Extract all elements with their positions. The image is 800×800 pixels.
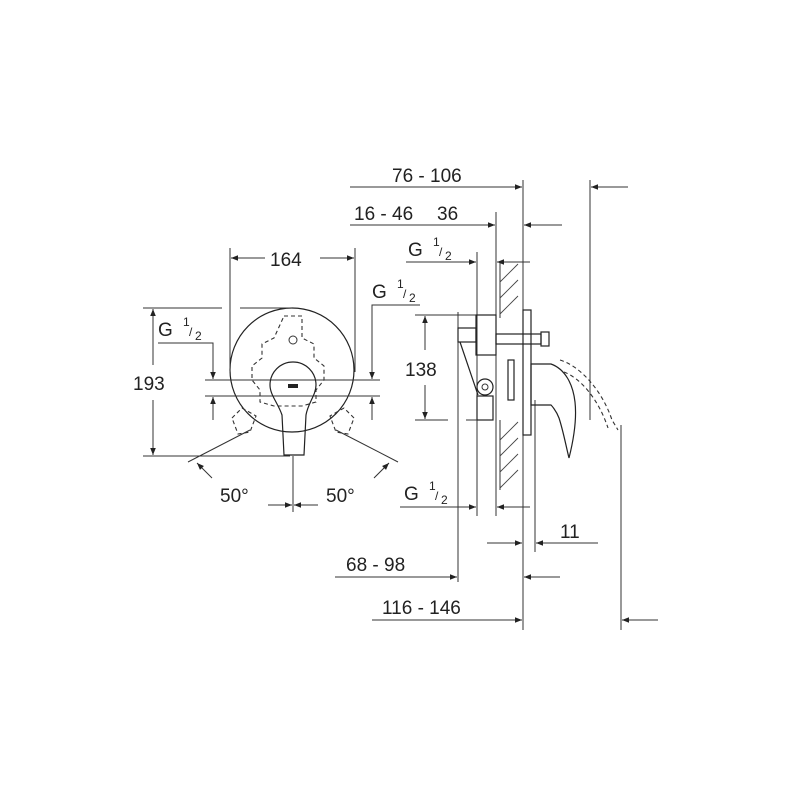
svg-text:/: /	[439, 245, 443, 259]
front-view: 164 193 G 1 / 2 G 1 / 2 50° 50°	[133, 248, 420, 512]
wall-hatch	[499, 262, 519, 490]
angle-right-label: 50°	[326, 486, 355, 507]
svg-text:1: 1	[429, 479, 436, 493]
svg-text:2: 2	[409, 291, 416, 305]
total-depth-label: 116 - 146	[382, 598, 461, 619]
svg-text:/: /	[189, 325, 193, 339]
svg-text:2: 2	[445, 249, 452, 263]
body-depth-label: 16 - 46	[354, 204, 413, 225]
svg-text:/: /	[435, 489, 439, 503]
svg-text:1: 1	[433, 235, 440, 249]
svg-text:G: G	[158, 320, 173, 341]
inlet-top-label: G 1 / 2	[408, 235, 452, 263]
side-height-label: 138	[405, 360, 437, 381]
angle-left-label: 50°	[220, 486, 249, 507]
svg-text:2: 2	[441, 493, 448, 507]
lever-handle	[269, 361, 317, 456]
svg-text:G: G	[408, 240, 423, 261]
svg-text:1: 1	[183, 315, 190, 329]
svg-text:/: /	[403, 287, 407, 301]
wall-plate	[522, 309, 532, 436]
svg-text:G: G	[404, 484, 419, 505]
lever-side	[530, 363, 577, 459]
wall-gap-label: 36	[437, 204, 458, 225]
side-view: 76 - 106 16 - 46 36 G 1 / 2 138 G 1 / 2 …	[335, 166, 658, 630]
inlet-bottom-label: G 1 / 2	[404, 479, 448, 507]
svg-text:2: 2	[195, 329, 202, 343]
inlet-left-label: G 1 / 2	[158, 315, 202, 343]
overall-depth-label: 76 - 106	[392, 166, 462, 187]
width-label: 164	[270, 250, 302, 271]
svg-text:G: G	[372, 282, 387, 303]
install-depth-label: 68 - 98	[346, 555, 405, 576]
height-label: 193	[133, 374, 165, 395]
svg-text:1: 1	[397, 277, 404, 291]
plate-label: 11	[560, 522, 580, 543]
inlet-right-label: G 1 / 2	[372, 277, 416, 305]
